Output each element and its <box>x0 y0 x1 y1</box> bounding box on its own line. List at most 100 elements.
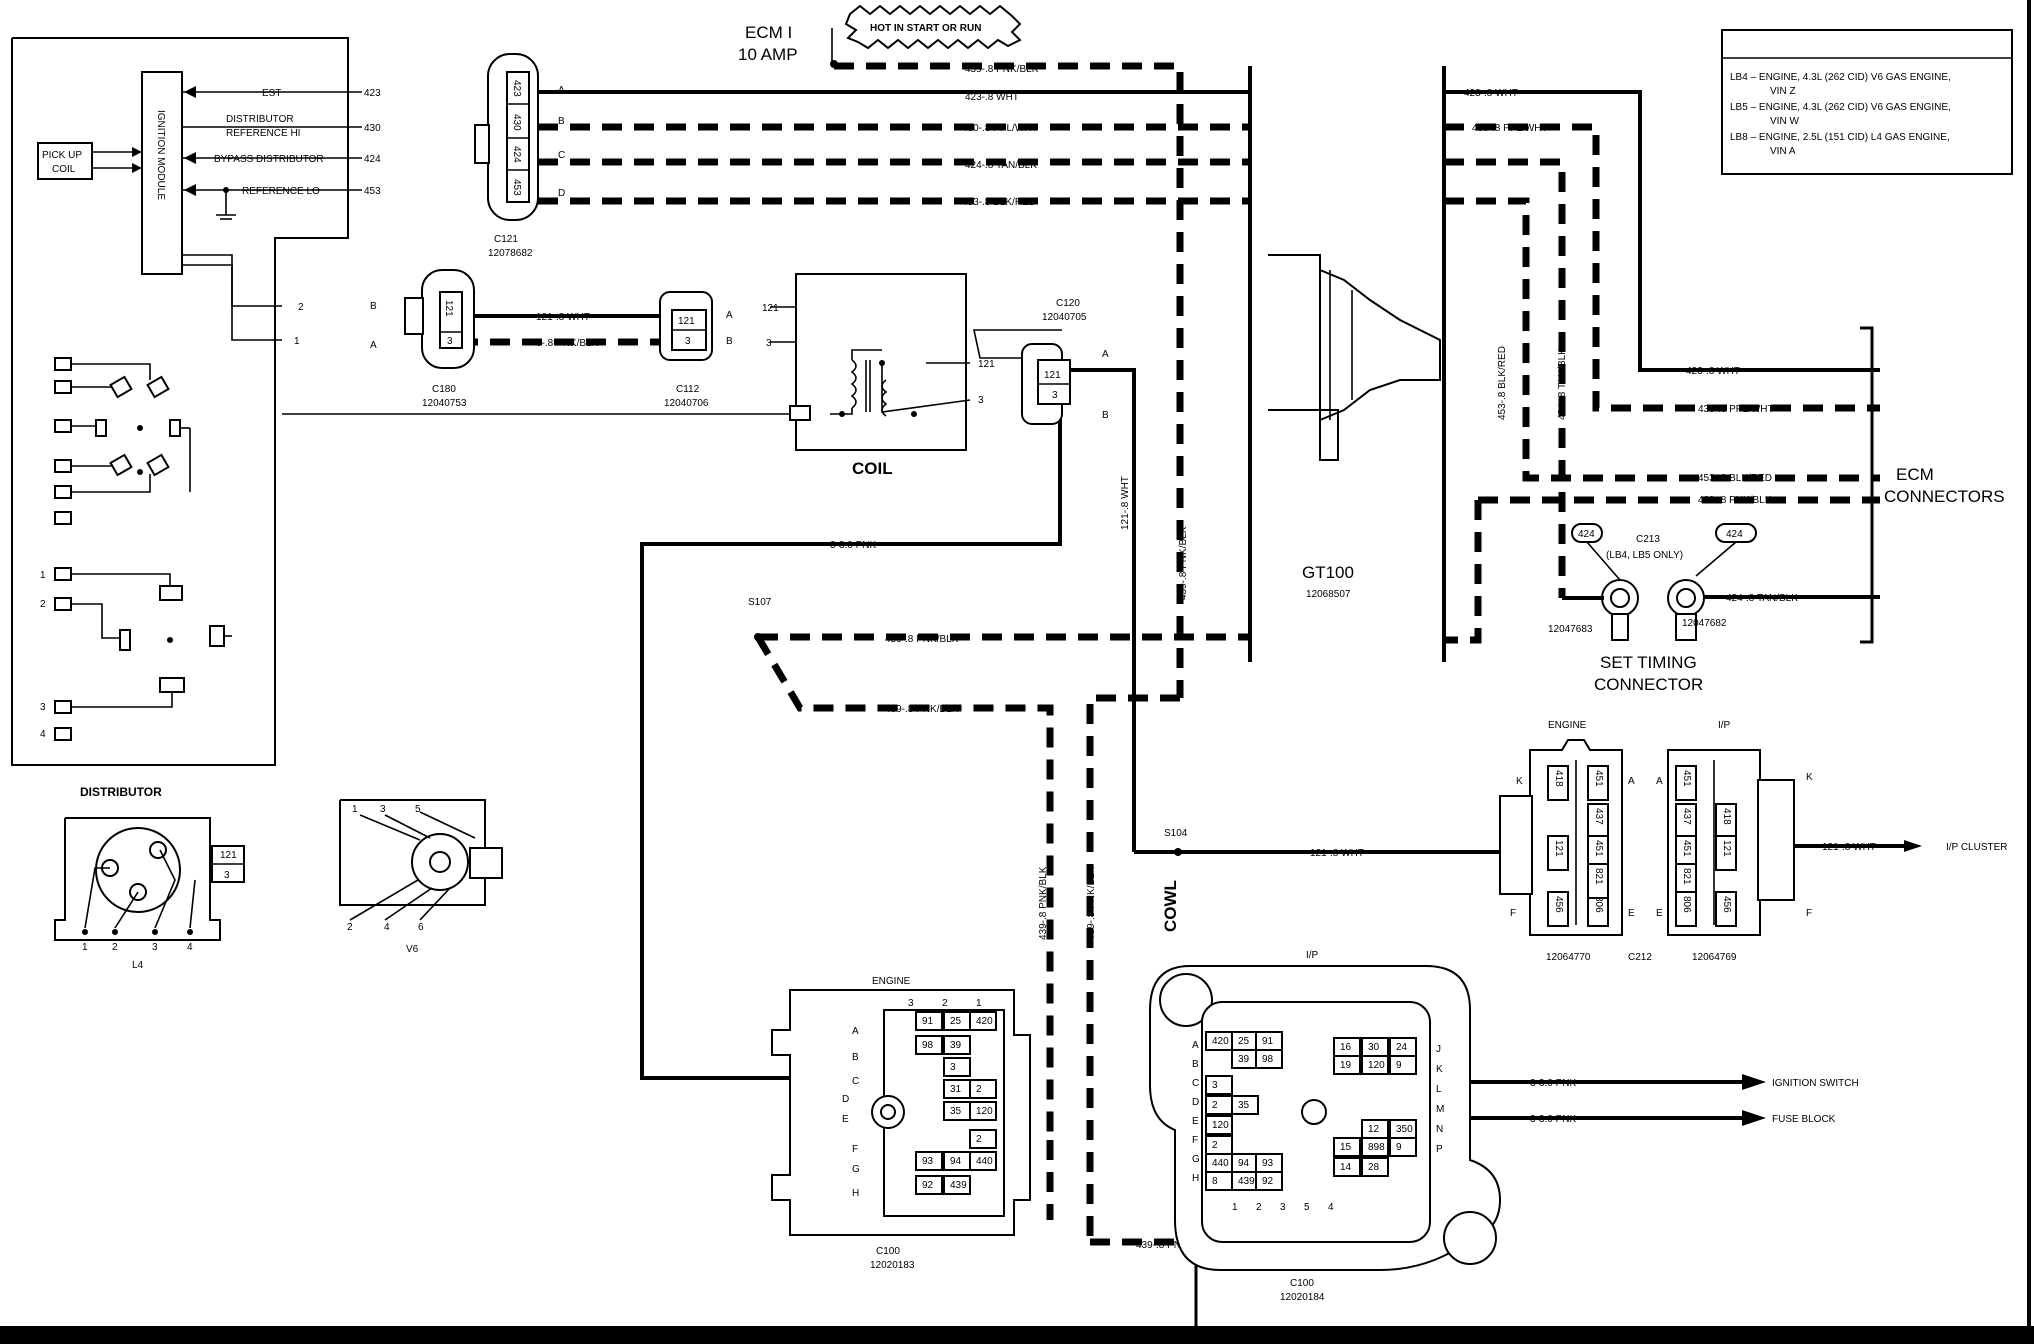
svg-text:424-.8 TAN/BLK: 424-.8 TAN/BLK <box>1726 593 1798 604</box>
svg-text:423: 423 <box>364 88 381 99</box>
svg-text:A: A <box>370 340 377 351</box>
svg-text:IGNITION SWITCH: IGNITION SWITCH <box>1772 1078 1859 1089</box>
pin-number: 120 <box>1212 1120 1229 1131</box>
connector-c180: 121 3 B A C180 12040753 <box>370 269 475 409</box>
svg-text:K: K <box>1806 772 1813 783</box>
pin-number: 420 <box>1212 1036 1229 1047</box>
bottom-border <box>0 1326 2034 1344</box>
svg-text:12040753: 12040753 <box>422 398 467 409</box>
pin-number: 93 <box>1262 1158 1274 1169</box>
c212-label: C212 <box>1628 952 1652 963</box>
svg-text:453: 453 <box>511 179 522 196</box>
pin-cell <box>1715 835 1737 871</box>
pin-label: 451 <box>1681 840 1692 857</box>
column-label: 4 <box>1328 1202 1334 1213</box>
pin-label: 806 <box>1681 896 1692 913</box>
pin-label: 437 <box>1681 808 1692 825</box>
column-label: 2 <box>1256 1202 1262 1213</box>
pin-label: 418 <box>1553 770 1564 787</box>
connector-c213: 424 424 C213 (LB4, LB5 ONLY) 12047683 12… <box>1548 523 1757 694</box>
svg-text:3: 3 <box>685 336 691 347</box>
pin-cell <box>1333 1055 1361 1075</box>
svg-text:I/P: I/P <box>1306 950 1319 961</box>
pin-number: 92 <box>1262 1176 1274 1187</box>
svg-text:121-.8 WHT: 121-.8 WHT <box>1310 848 1364 859</box>
distributor-sensor-diagrams: 1 2 3 4 <box>40 357 232 741</box>
svg-text:D: D <box>558 188 565 199</box>
svg-text:4: 4 <box>187 942 193 953</box>
svg-text:COWL: COWL <box>1161 880 1180 932</box>
svg-text:B: B <box>1102 410 1109 421</box>
connector-c121: 423 430 424 453 A B C D C121 12078682 <box>474 53 565 259</box>
svg-text:12040705: 12040705 <box>1042 312 1087 323</box>
pin-number: 439 <box>950 1180 967 1191</box>
svg-text:12064769: 12064769 <box>1692 952 1737 963</box>
pin-cell <box>1205 1115 1233 1135</box>
pin-number: 12 <box>1368 1124 1380 1135</box>
pin-cell <box>1361 1137 1389 1157</box>
row-label: K <box>1436 1064 1443 1075</box>
ecm-connectors-label: ECM <box>1896 465 1934 484</box>
ignition-coil: 121 3 121 3 COIL <box>762 273 995 478</box>
ignition-module <box>141 71 183 275</box>
row-label: P <box>1436 1144 1443 1155</box>
svg-text:423-.8 WHT: 423-.8 WHT <box>1464 88 1518 99</box>
svg-text:430: 430 <box>364 123 381 134</box>
row-label: D <box>1192 1097 1199 1108</box>
pin-cell <box>1205 1171 1233 1191</box>
svg-text:3-.8 PNK/BLK: 3-.8 PNK/BLK <box>536 338 599 349</box>
row-label: H <box>852 1188 859 1199</box>
svg-text:I/P CLUSTER: I/P CLUSTER <box>1946 842 2008 853</box>
pin-cell <box>1547 891 1569 927</box>
svg-text:S107: S107 <box>748 597 772 608</box>
pin-number: 420 <box>976 1016 993 1027</box>
svg-text:B: B <box>558 116 565 127</box>
pin-number: 8 <box>1212 1176 1218 1187</box>
row-label: F <box>1192 1135 1198 1146</box>
svg-text:S104: S104 <box>1164 828 1188 839</box>
engine-legend: LB4 – ENGINE, 4.3L (262 CID) V6 GAS ENGI… <box>1721 29 2013 175</box>
row-label: E <box>1192 1116 1199 1127</box>
pin-cell <box>1389 1055 1417 1075</box>
svg-text:453-.8 BLK/RED: 453-.8 BLK/RED <box>1497 346 1508 420</box>
svg-text:2: 2 <box>40 599 46 610</box>
pin-cell <box>1205 1095 1233 1115</box>
svg-text:439-.8 PNK/BLK: 439-.8 PNK/BLK <box>885 704 959 715</box>
pin-cell <box>969 1151 997 1171</box>
svg-text:2: 2 <box>112 942 118 953</box>
svg-text:C120: C120 <box>1056 298 1080 309</box>
pin-cell <box>1361 1055 1389 1075</box>
svg-text:12020184: 12020184 <box>1280 1292 1325 1303</box>
pin-number: 35 <box>1238 1100 1250 1111</box>
svg-text:C100: C100 <box>876 1246 900 1257</box>
svg-text:3: 3 <box>40 702 46 713</box>
svg-text:A: A <box>726 310 733 321</box>
svg-text:439-.8 PNK/BLK: 439-.8 PNK/BLK <box>1086 866 1097 940</box>
distributor-l4-view: 121 3 1 2 3 4 L4 <box>54 817 245 971</box>
svg-text:LB4 – ENGINE, 4.3L (262 CID) V: LB4 – ENGINE, 4.3L (262 CID) V6 GAS ENGI… <box>1730 72 1951 83</box>
svg-text:DISTRIBUTOR: DISTRIBUTOR <box>226 114 294 125</box>
svg-text:453: 453 <box>364 186 381 197</box>
pickup-coil <box>37 142 93 180</box>
pin-number: 350 <box>1396 1124 1413 1135</box>
pin-cell <box>1205 1135 1233 1155</box>
pin-label: 437 <box>1593 808 1604 825</box>
pin-number: 94 <box>1238 1158 1250 1169</box>
svg-text:3: 3 <box>152 942 158 953</box>
svg-text:6: 6 <box>418 922 424 933</box>
svg-text:IGNITION MODULE: IGNITION MODULE <box>155 110 166 200</box>
svg-text:L4: L4 <box>132 960 144 971</box>
column-label: 3 <box>908 998 914 1009</box>
svg-text:BYPASS DISTRIBUTOR: BYPASS DISTRIBUTOR <box>214 154 324 165</box>
pin-number: 94 <box>950 1156 962 1167</box>
distributor-module-box: IGNITION MODULE PICK UP COIL EST DISTRIB… <box>11 37 381 799</box>
pin-cell <box>1547 765 1569 801</box>
pin-cell <box>969 1011 997 1031</box>
pin-number: 98 <box>1262 1054 1274 1065</box>
svg-text:COIL: COIL <box>52 164 76 175</box>
row-label: B <box>1192 1059 1199 1070</box>
svg-text:C180: C180 <box>432 384 456 395</box>
svg-text:3: 3 <box>978 395 984 406</box>
pin-cell <box>1715 891 1737 927</box>
